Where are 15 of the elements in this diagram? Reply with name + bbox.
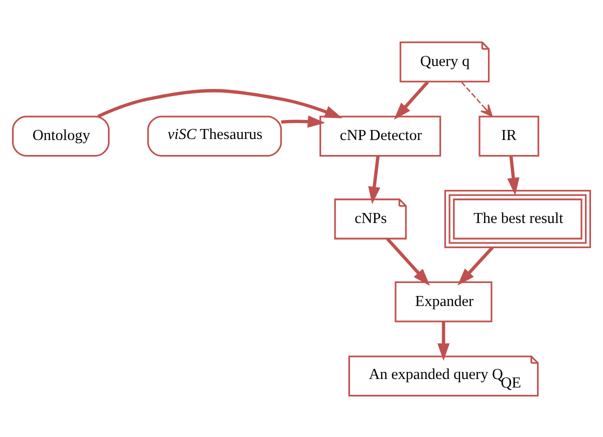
arrow: [394, 80, 429, 120]
arrow: [461, 81, 493, 116]
arrow: [507, 155, 520, 195]
arrow: [458, 246, 494, 286]
arrow: [368, 155, 380, 204]
node-box: cNP Detector: [320, 115, 442, 156]
node-box: Ontology: [12, 115, 110, 156]
node-box: viSC Thesaurus: [147, 115, 282, 156]
arrow: [386, 237, 430, 286]
arrow: [437, 321, 450, 360]
node-box: IR: [478, 115, 540, 156]
arrow: [281, 115, 326, 128]
node-box: The best result: [444, 189, 591, 248]
node-box: Expander: [394, 280, 492, 322]
arrow: [97, 88, 342, 118]
